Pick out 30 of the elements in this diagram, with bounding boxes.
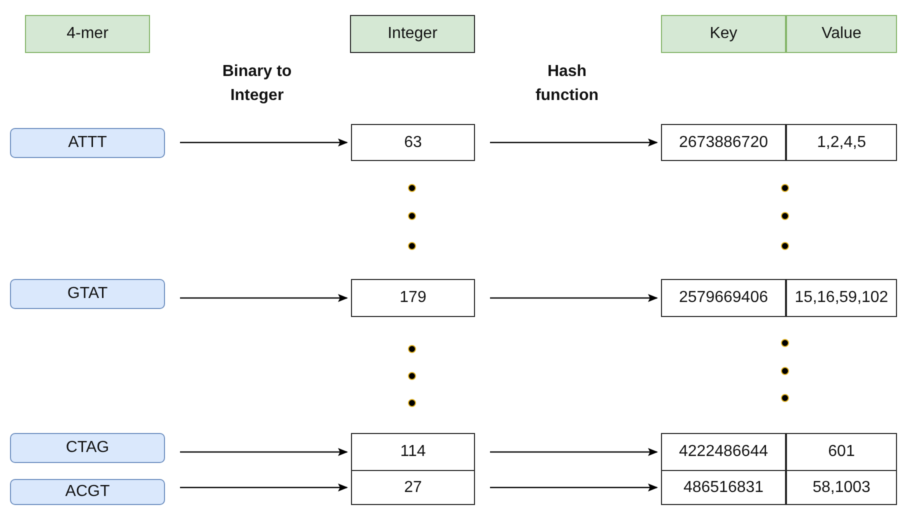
table-cell: 114 [351,433,475,471]
table-cell: 1,2,4,5 [786,124,897,161]
table-cell: 601 [786,433,897,471]
table-cell: 4222486644 [661,433,786,471]
column-header: Key [661,15,786,53]
table-cell: 58,1003 [786,470,897,505]
kmer-box: GTAT [10,279,165,309]
arrow [490,484,658,492]
kmer-box: ACGT [10,479,165,505]
table-cell: 63 [351,124,475,161]
arrow [180,448,348,456]
table-cell: 179 [351,279,475,317]
kmer-box: ATTT [10,128,165,158]
kmer-box: CTAG [10,433,165,463]
table-cell: 486516831 [661,470,786,505]
table-cell: 2673886720 [661,124,786,161]
step-label: Binary to Integer [221,62,293,106]
arrow [180,294,348,302]
column-header: 4-mer [25,15,150,53]
arrow [490,294,658,302]
step-label: Hash function [534,62,600,106]
arrow [490,138,658,146]
column-header: Integer [350,15,475,53]
arrow [180,484,348,492]
table-cell: 27 [351,470,475,505]
table-cell: 2579669406 [661,279,786,317]
arrow [490,448,658,456]
table-cell: 15,16,59,102 [786,279,897,317]
arrow [180,138,348,146]
column-header: Value [786,15,897,53]
